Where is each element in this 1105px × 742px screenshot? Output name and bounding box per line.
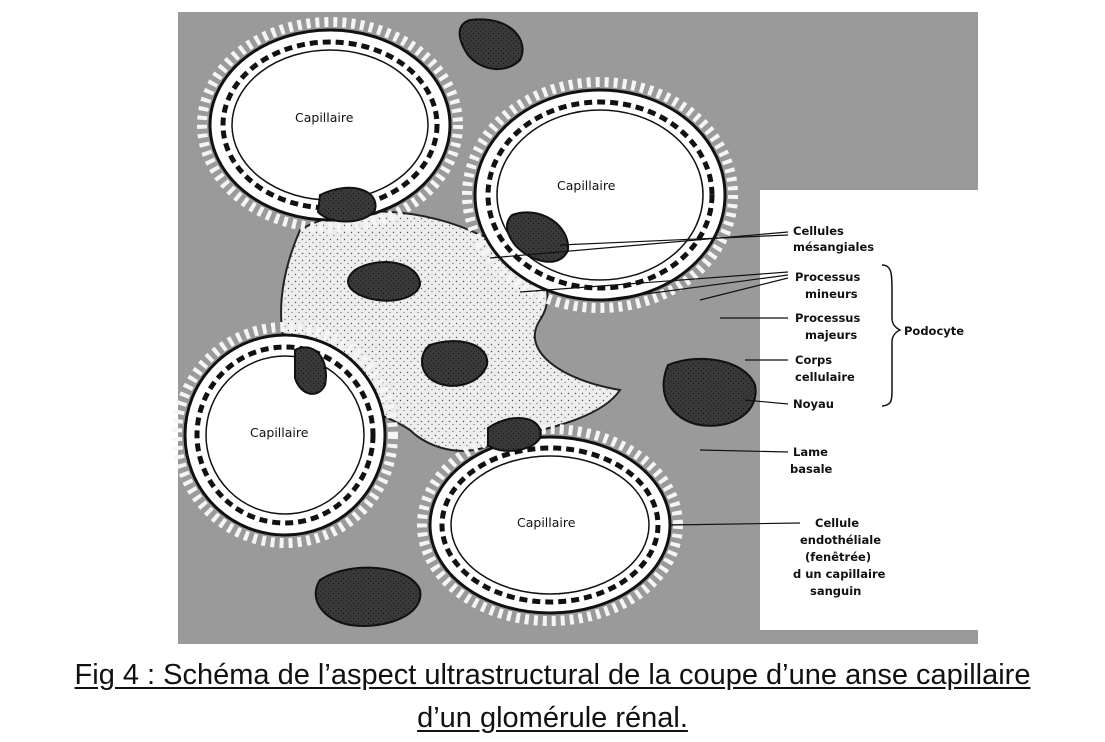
callout-lame-basale: Lame basale	[790, 445, 833, 476]
figure-caption-line-2: d’un glomérule rénal.	[417, 702, 688, 734]
nucleus-mesangial-2	[347, 261, 422, 302]
nucleus-endothelial-2	[294, 346, 327, 395]
capillary-top-right	[473, 88, 727, 302]
callout-corps-cellulaire: Corps cellulaire	[795, 353, 855, 384]
foot-processes-top-right	[462, 77, 738, 313]
nucleus-bottom-left	[314, 566, 422, 627]
capillary-bottom-left	[183, 333, 387, 537]
capillary-bottom-right	[428, 435, 672, 615]
foot-processes-bottom-left	[172, 322, 398, 548]
capillary-label: Capillaire	[557, 178, 616, 193]
nucleus-top	[458, 18, 524, 71]
nucleus-endothelial-1	[506, 211, 570, 263]
podocyte-bracket	[881, 264, 902, 407]
label-panel	[760, 190, 980, 630]
foot-processes-top-left	[197, 17, 463, 233]
leader-lines	[489, 231, 801, 526]
figure-caption-line-1: Fig 4 : Schéma de l’aspect ultrastructur…	[74, 659, 1031, 691]
callout-cellules-mesangiales: Cellules mésangiales	[793, 224, 874, 254]
callout-noyau: Noyau	[793, 397, 834, 411]
nucleus-podocyte	[662, 357, 757, 427]
capillary-label: Capillaire	[250, 425, 309, 440]
nucleus-endothelial-3	[487, 416, 542, 452]
capillary-label: Capillaire	[517, 515, 576, 530]
podocyte-label: Podocyte	[904, 324, 964, 338]
callout-cellule-endotheliale: Cellule endothéliale (fenêtrée) d un cap…	[793, 516, 889, 598]
callout-processus-mineurs: Processus mineurs	[795, 270, 864, 301]
nucleus-mesangial-3	[421, 340, 489, 387]
nucleus-mesangial-1	[316, 186, 377, 223]
callout-processus-majeurs: Processus majeurs	[795, 311, 864, 342]
capillary-label: Capillaire	[295, 110, 354, 125]
